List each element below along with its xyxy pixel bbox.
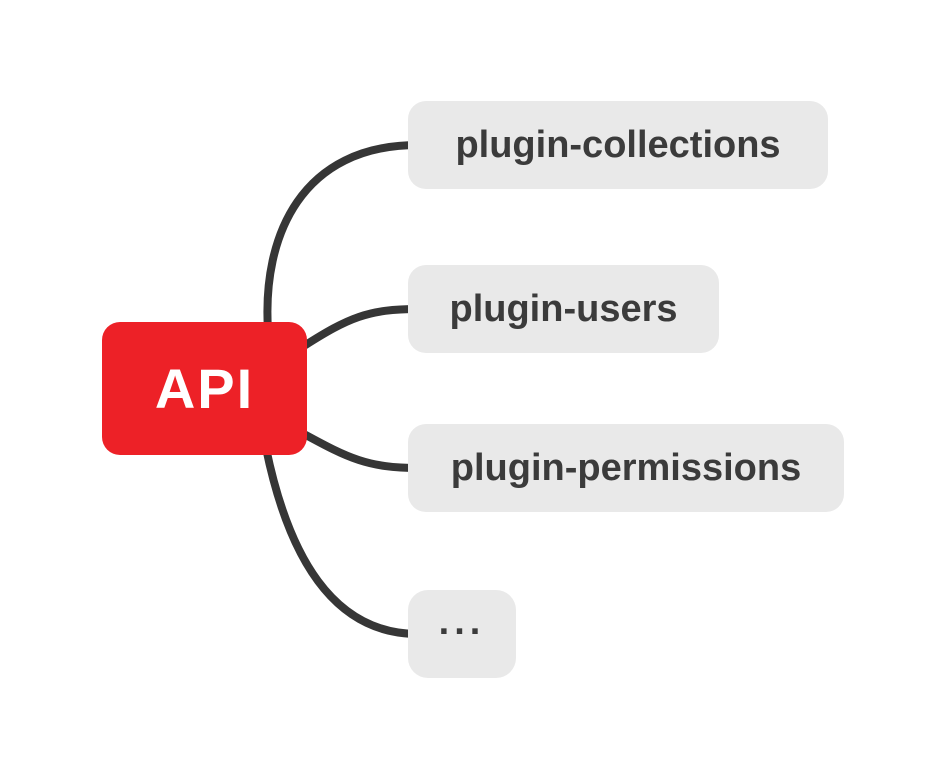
connector-ellipsis — [262, 444, 422, 638]
child-node-label: plugin-collections — [455, 124, 781, 166]
root-node-label: API — [154, 356, 255, 420]
child-node-plugin-permissions[interactable]: plugin-permissions — [408, 424, 844, 512]
child-node-plugin-collections[interactable]: plugin-collections — [408, 101, 828, 189]
root-node-api[interactable]: API — [102, 322, 307, 455]
connector-plugin-permissions — [300, 430, 422, 472]
child-node-label: ... — [438, 601, 486, 643]
child-node-label: plugin-users — [449, 288, 678, 330]
connector-plugin-users — [300, 305, 422, 350]
child-node-ellipsis[interactable]: ... — [408, 590, 516, 678]
connector-plugin-collections — [263, 141, 422, 334]
child-node-label: plugin-permissions — [450, 447, 802, 489]
child-node-plugin-users[interactable]: plugin-users — [408, 265, 719, 353]
